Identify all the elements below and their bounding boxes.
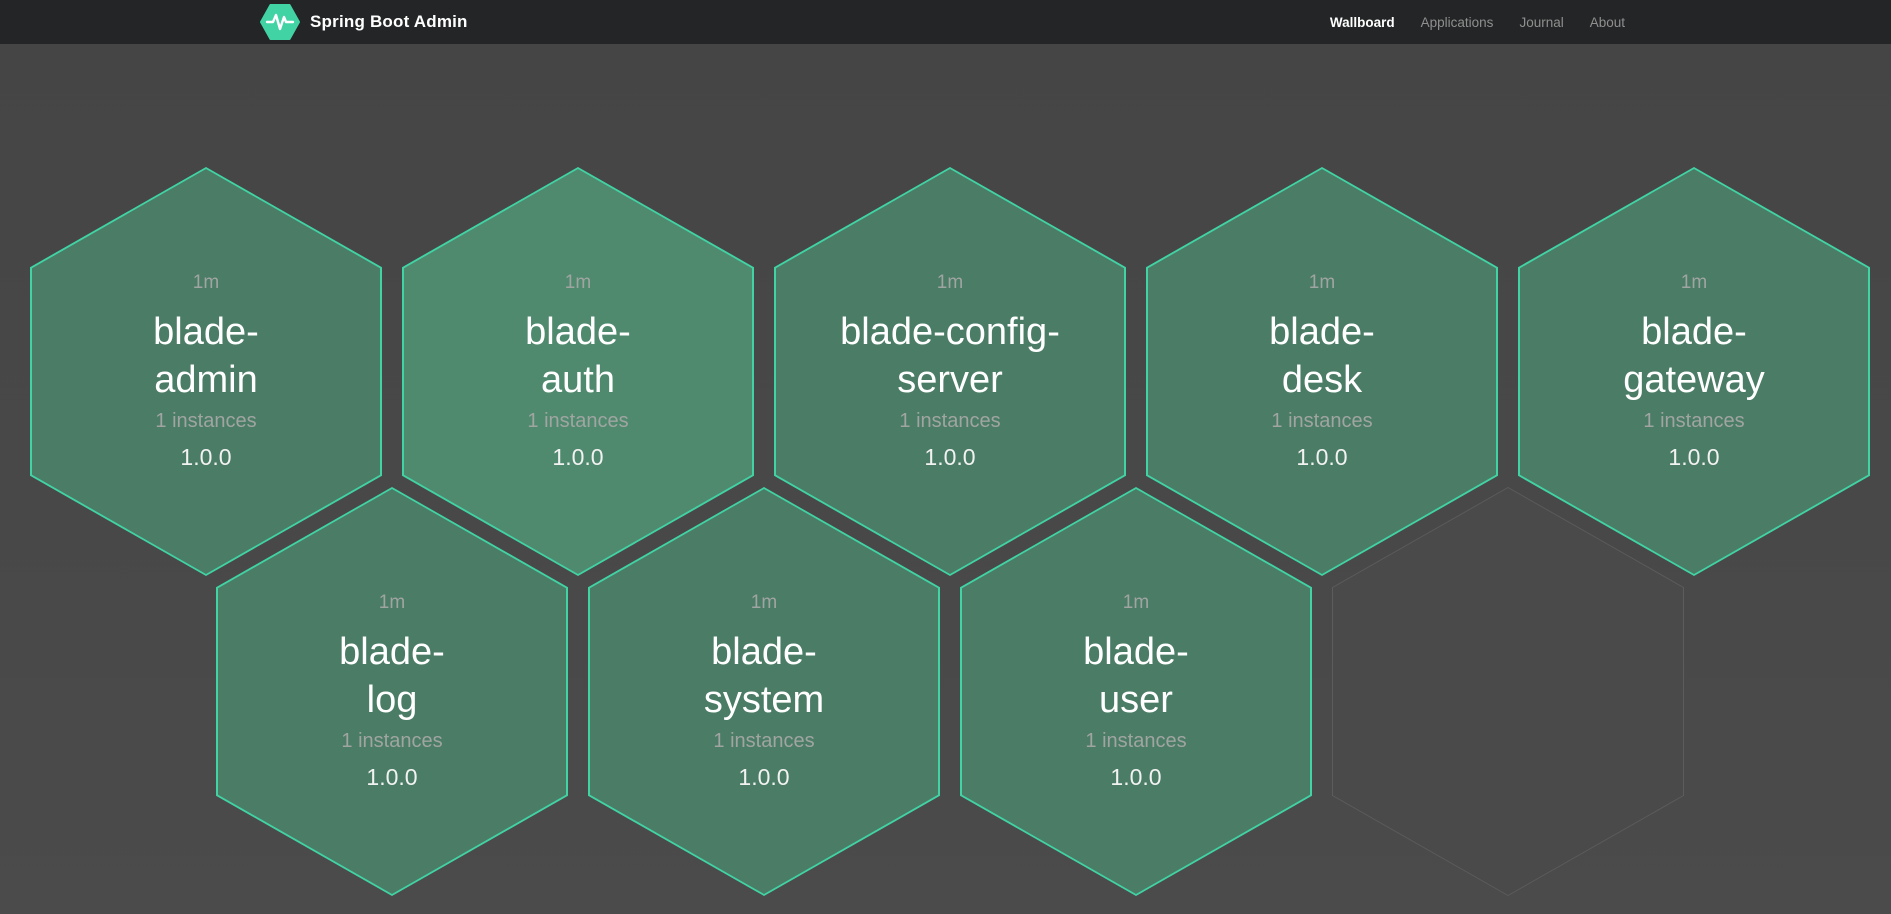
app-name-line-2: log: [366, 679, 418, 721]
app-uptime: 1m: [1680, 272, 1708, 293]
app-uptime: 1m: [1308, 272, 1336, 293]
hexagon-content: 1m blade-config- server 1 instances 1.0.…: [774, 167, 1126, 576]
app-instances: 1 instances: [527, 410, 629, 432]
app-version: 1.0.0: [1110, 764, 1162, 790]
hexagon-fill: [218, 489, 566, 894]
app-name-line-1: blade-: [1269, 311, 1375, 353]
app-name-line-2: system: [703, 679, 825, 721]
app-version: 1.0.0: [1668, 444, 1720, 470]
app-instances: 1 instances: [155, 410, 257, 432]
hexagon-content: 1m blade- gateway 1 instances 1.0.0: [1518, 167, 1870, 576]
app-instances: 1 instances: [899, 410, 1001, 432]
top-navbar: Spring Boot Admin Wallboard Applications…: [0, 0, 1891, 44]
app-hexagon-blade-log[interactable]: 1m blade- log 1 instances 1.0.0: [216, 487, 568, 896]
hexagon-content: 1m blade- system 1 instances 1.0.0: [588, 487, 940, 896]
navbar-menu: Wallboard Applications Journal About: [1330, 0, 1625, 44]
nav-item-wallboard[interactable]: Wallboard: [1329, 14, 1395, 30]
app-version: 1.0.0: [1296, 444, 1348, 470]
hexagon-content: 1m blade- user 1 instances 1.0.0: [960, 487, 1312, 896]
hexagon-fill: [776, 169, 1124, 574]
app-name-line-2: desk: [1281, 359, 1363, 401]
hexagon-fill: [590, 489, 938, 894]
hexagon-fill: [1148, 169, 1496, 574]
app-uptime: 1m: [192, 272, 220, 293]
app-name-line-1: blade-config-: [840, 311, 1060, 353]
app-hexagon-blade-config-server[interactable]: 1m blade-config- server 1 instances 1.0.…: [774, 167, 1126, 576]
app-hexagon-blade-gateway[interactable]: 1m blade- gateway 1 instances 1.0.0: [1518, 167, 1870, 576]
app-hexagon-blade-user[interactable]: 1m blade- user 1 instances 1.0.0: [960, 487, 1312, 896]
app-name-line-2: gateway: [1623, 359, 1765, 401]
app-name-line-2: auth: [541, 359, 615, 401]
app-instances: 1 instances: [713, 730, 815, 752]
app-version: 1.0.0: [552, 444, 604, 470]
hexagon-fill: [1520, 169, 1868, 574]
app-name-line-1: blade-: [1641, 311, 1747, 353]
hexagon-content: 1m blade- log 1 instances 1.0.0: [216, 487, 568, 896]
app-name-line-1: blade-: [711, 631, 817, 673]
app-hexagon-blade-admin[interactable]: 1m blade- admin 1 instances 1.0.0: [30, 167, 382, 576]
app-version: 1.0.0: [180, 444, 232, 470]
hexagon-fill: [404, 169, 752, 574]
app-name-line-1: blade-: [1083, 631, 1189, 673]
app-instances: 1 instances: [1271, 410, 1373, 432]
app-instances: 1 instances: [1085, 730, 1187, 752]
nav-item-applications[interactable]: Applications: [1420, 14, 1494, 30]
app-uptime: 1m: [936, 272, 964, 293]
app-hexagon-blade-desk[interactable]: 1m blade- desk 1 instances 1.0.0: [1146, 167, 1498, 576]
app-uptime: 1m: [564, 272, 592, 293]
app-version: 1.0.0: [924, 444, 976, 470]
empty-hexagon-slot: [1332, 487, 1684, 896]
app-hexagon-blade-system[interactable]: 1m blade- system 1 instances 1.0.0: [588, 487, 940, 896]
app-uptime: 1m: [378, 592, 406, 613]
app-name-line-1: blade-: [339, 631, 445, 673]
hexagon-fill: [962, 489, 1310, 894]
app-name-line-1: blade-: [153, 311, 259, 353]
app-uptime: 1m: [1122, 592, 1150, 613]
wallboard: 1m blade- admin 1 instances 1.0.0 1m bla…: [0, 44, 1891, 914]
app-version: 1.0.0: [738, 764, 790, 790]
brand-title: Spring Boot Admin: [310, 12, 468, 31]
pulse-hexagon-icon: [260, 4, 300, 40]
app-name-line-2: admin: [154, 359, 258, 401]
app-hexagon-blade-auth[interactable]: 1m blade- auth 1 instances 1.0.0: [402, 167, 754, 576]
nav-item-journal[interactable]: Journal: [1519, 14, 1564, 30]
app-instances: 1 instances: [341, 730, 443, 752]
app-name-line-1: blade-: [525, 311, 631, 353]
brand-link[interactable]: Spring Boot Admin: [260, 0, 468, 44]
app-name-line-2: server: [897, 359, 1003, 401]
hexagon-fill: [32, 169, 380, 574]
nav-item-about[interactable]: About: [1589, 14, 1625, 30]
hexagon-fill: [1333, 488, 1683, 895]
hexagon-content: 1m blade- desk 1 instances 1.0.0: [1146, 167, 1498, 576]
app-instances: 1 instances: [1643, 410, 1745, 432]
app-name-line-2: user: [1099, 679, 1173, 721]
hexagon-content: 1m blade- admin 1 instances 1.0.0: [30, 167, 382, 576]
app-version: 1.0.0: [366, 764, 418, 790]
hexagon-content: 1m blade- auth 1 instances 1.0.0: [402, 167, 754, 576]
app-uptime: 1m: [750, 592, 778, 613]
